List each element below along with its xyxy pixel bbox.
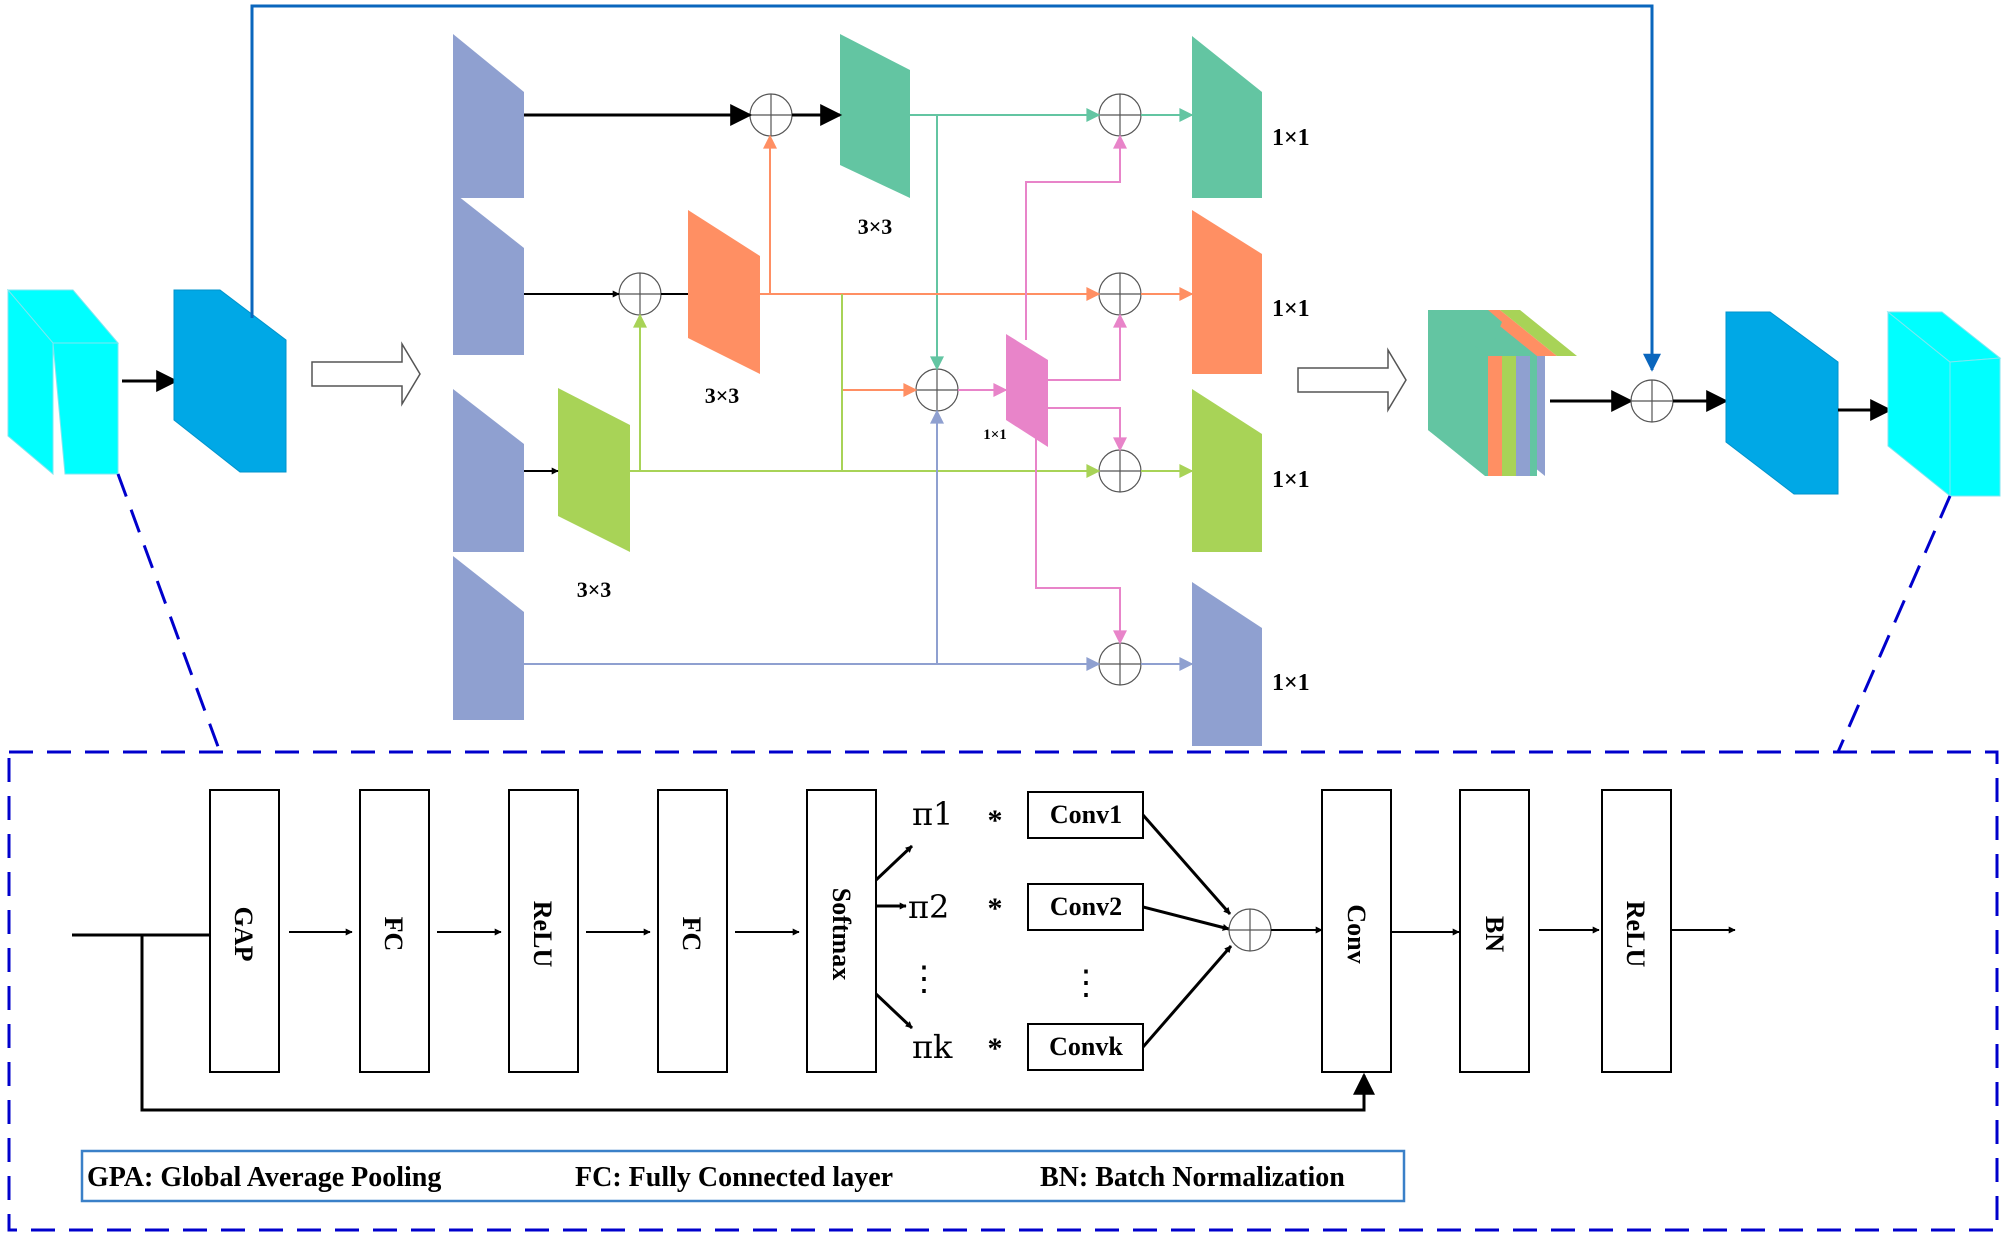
pink-conv-1x1 xyxy=(1006,334,1048,447)
relu1-label: ReLU xyxy=(528,901,557,968)
orange-conv-3x3 xyxy=(688,210,760,374)
teal-flows xyxy=(910,108,1194,371)
conv-dots: ⋮ xyxy=(1069,963,1103,1003)
split-block-1 xyxy=(453,34,524,198)
split-block-2 xyxy=(453,192,524,355)
label-1x1-out-orange: 1×1 xyxy=(1272,296,1310,322)
legend-box xyxy=(80,1149,1406,1203)
conv1-label: Conv1 xyxy=(1050,800,1122,829)
gap-block xyxy=(209,789,280,1073)
out-green-1x1 xyxy=(1192,389,1262,552)
pi1-label: π1 xyxy=(912,795,953,833)
legend-gpa: GPA: Global Average Pooling xyxy=(87,1162,441,1193)
sum-node xyxy=(1228,908,1272,952)
convk-box xyxy=(1027,1023,1144,1071)
concat-feature-stack xyxy=(1428,310,1577,476)
bn-block xyxy=(1459,789,1530,1073)
fc2-block xyxy=(657,789,728,1073)
legend-bn: BN: Batch Normalization xyxy=(1040,1162,1345,1193)
softmax-branches xyxy=(874,844,914,1030)
split-hollow-arrow xyxy=(311,341,421,407)
legend-fc: FC: Fully Connected layer xyxy=(575,1162,893,1193)
zoom-dashed-lines xyxy=(116,473,1952,753)
conv-block xyxy=(1321,789,1392,1073)
label-1x1-out-green: 1×1 xyxy=(1272,467,1310,493)
fc2-label: FC xyxy=(677,917,706,952)
label-1x1-out-lavender: 1×1 xyxy=(1272,670,1310,696)
pik-label: πk xyxy=(912,1028,953,1066)
gap-label: GAP xyxy=(229,907,258,962)
label-3x3-green: 3×3 xyxy=(577,577,612,602)
detail-dashed-frame xyxy=(7,750,1999,1232)
fc1-block xyxy=(359,789,430,1073)
concat-hollow-arrow xyxy=(1297,347,1407,413)
star-1: * xyxy=(988,804,1003,837)
label-1x1-out-teal: 1×1 xyxy=(1272,125,1310,151)
label-3x3-orange: 3×3 xyxy=(705,383,740,408)
softmax-block xyxy=(806,789,877,1073)
bn-label: BN xyxy=(1480,916,1509,952)
input-feature-block xyxy=(6,288,120,476)
relu2-label: ReLU xyxy=(1621,901,1650,968)
label-3x3-teal: 3×3 xyxy=(858,214,893,239)
star-2: * xyxy=(988,892,1003,925)
pi2-label: π2 xyxy=(908,888,949,926)
adder-final xyxy=(1630,379,1674,423)
pink-flows xyxy=(958,134,1127,645)
relu1-block xyxy=(508,789,579,1073)
conv-to-sum-arrows xyxy=(1141,814,1233,1048)
fc1-label: FC xyxy=(379,917,408,952)
conv-block-out xyxy=(1725,311,1839,495)
out-orange-1x1 xyxy=(1192,210,1262,374)
green-conv-3x3 xyxy=(558,388,630,552)
pi-dots: ⋮ xyxy=(907,959,941,999)
star-k: * xyxy=(988,1032,1003,1065)
relu2-block xyxy=(1601,789,1672,1073)
out-lavender-1x1 xyxy=(1192,582,1262,746)
split-block-3 xyxy=(453,389,524,552)
split-block-4 xyxy=(453,556,524,720)
output-feature-block xyxy=(1886,310,2002,498)
skip-connection-line xyxy=(250,4,1661,372)
orange-flows xyxy=(760,134,1194,397)
convk-label: Convk xyxy=(1049,1032,1123,1061)
detail-pipeline xyxy=(72,933,1375,1112)
conv-label: Conv xyxy=(1342,904,1371,963)
green-flows xyxy=(630,294,1194,478)
softmax-label: Softmax xyxy=(827,888,856,980)
out-teal-1x1 xyxy=(1192,36,1262,198)
conv-block-in xyxy=(173,289,287,473)
teal-conv-3x3 xyxy=(840,34,910,198)
label-1x1-pink: 1×1 xyxy=(983,427,1007,443)
lavender-flows xyxy=(524,409,1194,671)
conv2-label: Conv2 xyxy=(1050,892,1122,921)
